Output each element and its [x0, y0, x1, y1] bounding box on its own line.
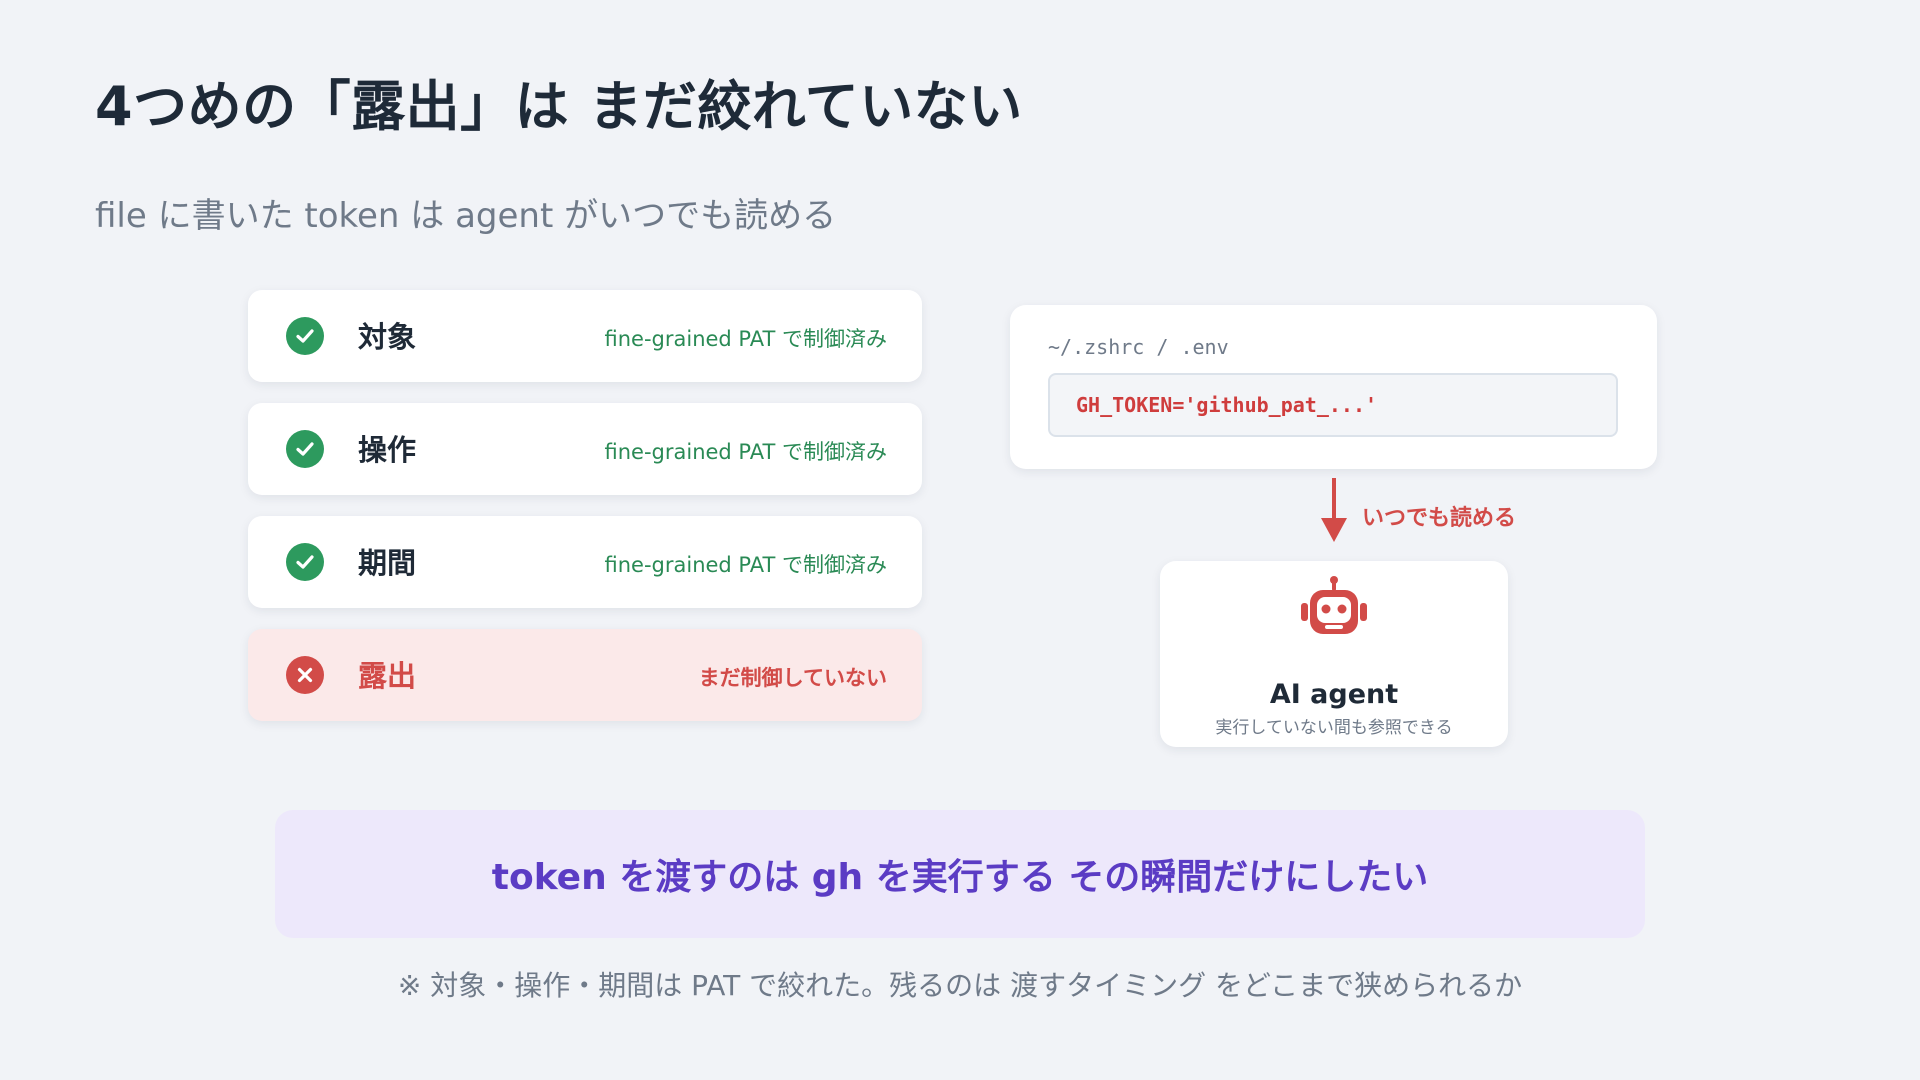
status-label: 対象: [358, 320, 417, 354]
check-icon: [286, 317, 324, 355]
arrow-label: いつでも読める: [1362, 506, 1517, 531]
status-label: 操作: [358, 433, 417, 467]
cross-icon: [286, 656, 324, 694]
slide-subtitle: file に書いた token は agent がいつでも読める: [95, 196, 837, 236]
status-item-exposure: 露出 まだ制御していない: [248, 629, 922, 721]
agent-name: AI agent: [1269, 679, 1399, 710]
check-icon: [286, 543, 324, 581]
status-note: fine-grained PAT で制御済み: [604, 553, 888, 577]
check-icon: [286, 430, 324, 468]
robot-icon: [1296, 575, 1372, 651]
slide-title: 4つめの「露出」は まだ絞れていない: [95, 75, 1023, 138]
status-note: fine-grained PAT で制御済み: [604, 327, 888, 351]
status-item-period: 期間 fine-grained PAT で制御済み: [248, 516, 922, 608]
status-item-operation: 操作 fine-grained PAT で制御済み: [248, 403, 922, 495]
key-message-box: token を渡すのは gh を実行する その瞬間だけにしたい: [275, 810, 1645, 938]
key-message-text: token を渡すのは gh を実行する その瞬間だけにしたい: [491, 857, 1429, 898]
agent-description: 実行していない間も参照できる: [1215, 718, 1453, 738]
arrow-head: [1321, 518, 1347, 542]
status-note: まだ制御していない: [698, 666, 887, 690]
agent-card: AI agent 実行していない間も参照できる: [1160, 561, 1508, 747]
env-file-panel: ~/.zshrc / .env GH_TOKEN='github_pat_...…: [1010, 305, 1657, 469]
status-label: 露出: [358, 659, 417, 693]
env-code-line: GH_TOKEN='github_pat_...': [1048, 373, 1618, 437]
footnote: ※ 対象・操作・期間は PAT で絞れた。残るのは 渡すタイミング をどこまで狭…: [397, 969, 1523, 1002]
down-arrow-icon: [1332, 478, 1336, 520]
env-file-path: ~/.zshrc / .env: [1048, 335, 1229, 359]
status-note: fine-grained PAT で制御済み: [604, 440, 888, 464]
status-label: 期間: [358, 546, 417, 580]
status-item-target: 対象 fine-grained PAT で制御済み: [248, 290, 922, 382]
